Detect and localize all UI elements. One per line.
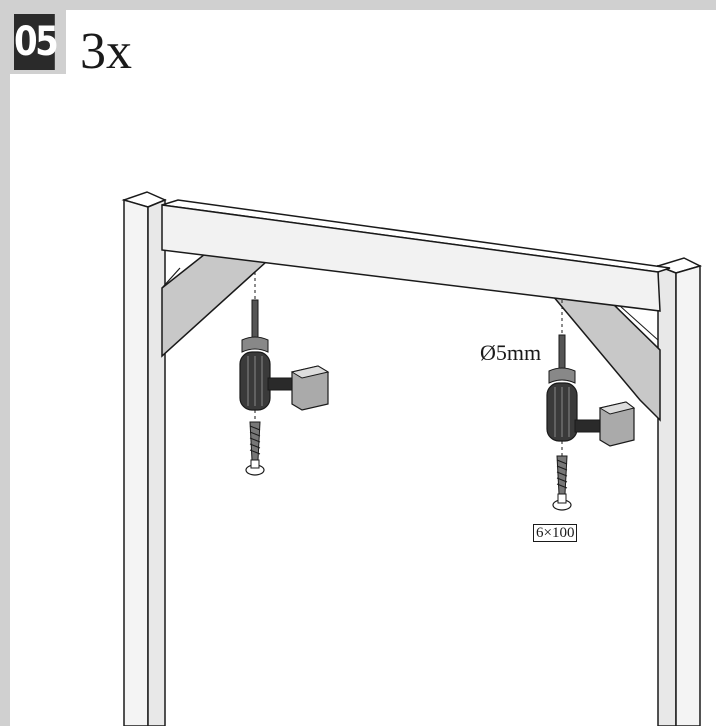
top-beam — [161, 199, 671, 312]
right-drill-assembly — [546, 300, 636, 511]
left-post — [121, 191, 167, 726]
left-drill-assembly — [239, 272, 330, 476]
screw-size-label: 6×100 — [533, 524, 578, 542]
panel-border-left — [0, 0, 10, 726]
right-post — [655, 257, 703, 726]
step-quantity: 3x — [80, 23, 132, 80]
panel-border-top — [0, 0, 716, 10]
step-number: 05 — [14, 14, 59, 70]
drill-diameter-label: Ø5mm — [480, 340, 542, 365]
